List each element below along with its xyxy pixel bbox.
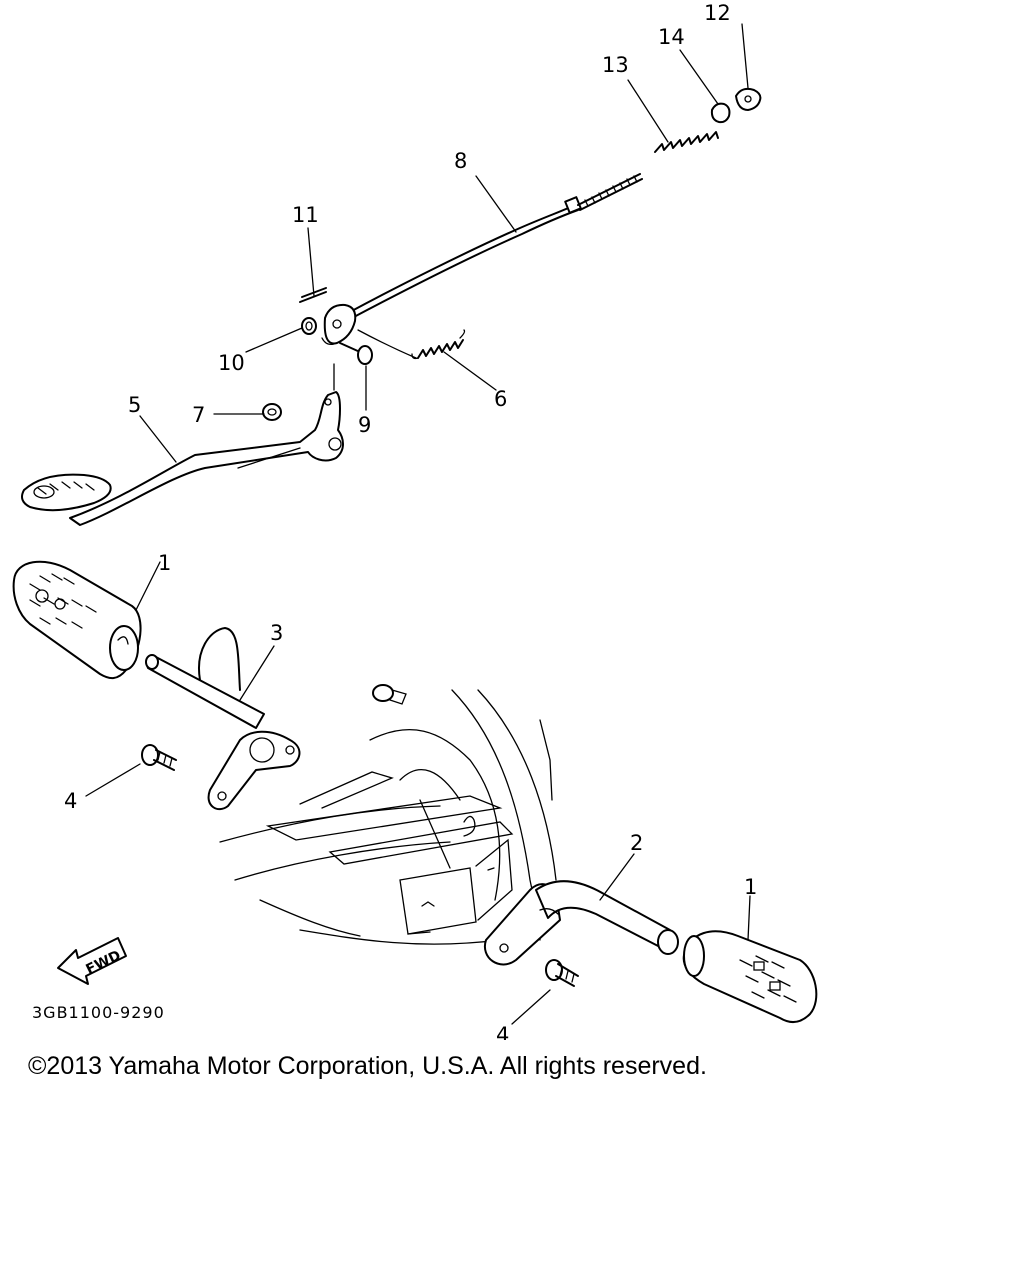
bolt-left <box>141 744 177 771</box>
part-label-11: 11 <box>292 203 319 227</box>
part-label-4-left: 4 <box>64 789 77 813</box>
diagram-reference-code: 3GB1100-9290 <box>32 1003 165 1022</box>
bolt-right <box>545 959 579 987</box>
part-label-8: 8 <box>454 149 467 173</box>
part-label-14: 14 <box>658 25 685 49</box>
part-label-3: 3 <box>270 621 283 645</box>
cable-spring <box>654 131 719 153</box>
rod-clevis <box>321 303 357 346</box>
parts-diagram: 12 14 13 8 11 10 9 6 7 5 1 3 4 2 1 4 FWD… <box>12 1 818 1040</box>
part-label-4-right: 4 <box>496 1023 509 1040</box>
part-label-7: 7 <box>192 403 205 427</box>
cable-end-fitting <box>735 87 762 111</box>
pedal-washer <box>262 403 282 421</box>
fwd-arrow-icon: FWD <box>57 937 127 985</box>
footrest-rubber-left <box>12 560 142 680</box>
clevis-pin <box>339 342 373 365</box>
part-label-6: 6 <box>494 387 507 411</box>
leader-lines <box>85 23 751 1025</box>
part-label-2: 2 <box>630 831 643 855</box>
frame-outline <box>219 689 557 945</box>
part-label-9: 9 <box>358 413 371 437</box>
footrest-bracket-left <box>145 627 301 811</box>
copyright-notice: ©2013 Yamaha Motor Corporation, U.S.A. A… <box>28 1052 707 1080</box>
frame-cap <box>372 684 407 705</box>
cable-nut <box>710 102 731 124</box>
return-spring <box>357 329 466 360</box>
part-label-5: 5 <box>128 393 141 417</box>
part-label-13: 13 <box>602 53 629 77</box>
part-label-1-right: 1 <box>744 875 757 899</box>
part-label-12: 12 <box>704 1 731 25</box>
footrest-bracket-right <box>483 880 679 966</box>
brake-rod <box>347 173 643 319</box>
footrest-rubber-right <box>682 930 818 1024</box>
part-label-1-left: 1 <box>158 551 171 575</box>
part-label-10: 10 <box>218 351 245 375</box>
washer <box>301 317 317 335</box>
brake-pedal <box>21 391 344 526</box>
